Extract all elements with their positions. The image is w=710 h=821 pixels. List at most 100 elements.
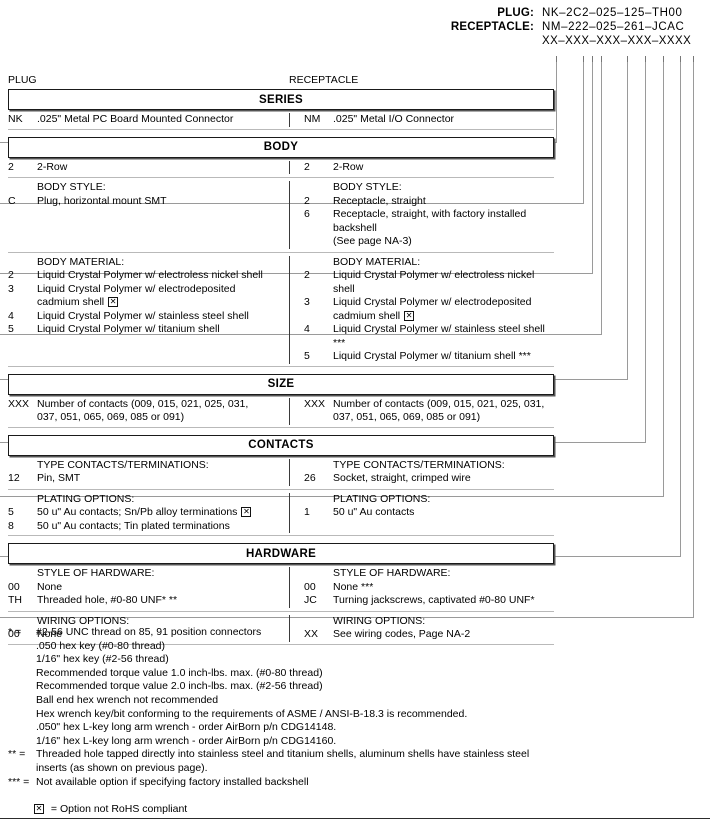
option-row-left: 8 50 u" Au contacts; Tin plated terminati… — [8, 520, 285, 534]
option-row-left: XXX Number of contacts (009, 015, 021, 02… — [8, 398, 285, 412]
column-header-plug: PLUG — [8, 74, 37, 86]
option-code: 2 — [8, 160, 14, 173]
option-text: None — [37, 580, 63, 593]
option-code: 00 — [8, 628, 20, 640]
option-text: 50 u" Au contacts — [333, 506, 415, 518]
option-text: Liquid Crystal Polymer w/ electroless ni… — [37, 269, 263, 281]
option-code: 5 — [8, 323, 14, 335]
rohs-legend-text: = Option not RoHS compliant — [50, 803, 188, 816]
footnote-line: .050 hex key (#0-80 thread) — [36, 639, 165, 652]
option-group-heading: WIRING OPTIONS: — [333, 614, 426, 627]
option-continuation: (See page NA-3) — [333, 235, 412, 247]
footnote: * =#2-56 UNC thread on 85, 91 position c… — [8, 626, 568, 640]
option-text: Liquid Crystal Polymer w/ titanium shell — [37, 323, 220, 335]
option-code: NK — [8, 113, 23, 125]
option-code: JC — [304, 594, 317, 606]
part-number-header: PLUG: NK–2C2–025–125–TH00 RECEPTACLE: NM… — [0, 6, 710, 48]
footnote: ** =Threaded hole tapped directly into s… — [8, 748, 568, 762]
option-group-heading: TYPE CONTACTS/TERMINATIONS: — [333, 458, 505, 471]
option-code: XX — [304, 628, 319, 640]
option-text: Liquid Crystal Polymer w/ electrodeposit… — [37, 282, 236, 295]
option-text: See wiring codes, Page NA-2 — [333, 628, 471, 640]
option-group-heading: PLATING OPTIONS: — [37, 492, 135, 505]
option-code: 2 — [304, 160, 310, 173]
part-number-mask: XX–XXX–XXX–XXX–XXXX — [542, 35, 692, 47]
option-text: Turning jackscrews, captivated #0-80 UNF… — [333, 594, 535, 606]
section-title-body: BODY — [8, 136, 554, 158]
option-text: Liquid Crystal Polymer w/ electrodeposit… — [333, 296, 532, 308]
option-group-heading: STYLE OF HARDWARE: — [333, 567, 451, 579]
option-row-left: C Plug, horizontal mount SMT — [8, 195, 285, 209]
option-code: 12 — [8, 472, 20, 484]
option-code: 2 — [8, 269, 14, 281]
option-code: 5 — [304, 350, 310, 362]
option-row-right: XX See wiring codes, Page NA-2 — [304, 628, 550, 642]
option-group-heading: PLATING OPTIONS: — [333, 492, 431, 505]
receptacle-part-number-row: RECEPTACLE: NM–222–025–261–JCAC — [0, 20, 710, 34]
option-column-right: PLATING OPTIONS: 1 50 u" Au contacts — [289, 492, 554, 533]
option-code: 4 — [304, 323, 310, 335]
option-code: 5 — [8, 506, 14, 518]
rohs-xbox-icon: ✕ — [34, 804, 44, 815]
option-group-heading: WIRING OPTIONS: — [37, 614, 130, 627]
option-code: XXX — [304, 397, 326, 410]
option-code: XXX — [8, 397, 30, 410]
footnote-line: inserts (as shown on previous page). — [36, 761, 208, 774]
rohs-xbox-icon: ✕ — [404, 310, 415, 321]
option-group-heading: STYLE OF HARDWARE: — [37, 567, 155, 579]
option-text: Number of contacts (009, 015, 021, 025, … — [37, 397, 249, 410]
option-row-right: 1 50 u" Au contacts — [304, 506, 550, 520]
option-text: Plug, horizontal mount SMT — [37, 194, 167, 207]
section-title-size: SIZE — [8, 373, 554, 395]
footnote-marker: ** = — [8, 748, 26, 761]
footnote-line: Ball end hex wrench not recommended — [36, 693, 219, 706]
option-code: NM — [304, 113, 321, 125]
option-code: 1 — [304, 506, 310, 518]
option-code: 8 — [8, 519, 14, 532]
leader-lines — [0, 62, 710, 802]
option-text: .025" Metal PC Board Mounted Connector — [37, 113, 234, 125]
option-group-heading: BODY MATERIAL: — [37, 255, 125, 268]
option-code: TH — [8, 594, 22, 606]
option-text: Threaded hole, #0-80 UNF* ** — [37, 594, 178, 606]
section-title-contacts: CONTACTS — [8, 434, 554, 456]
rohs-xbox-icon: ✕ — [241, 507, 252, 517]
option-group-heading: BODY MATERIAL: — [333, 255, 421, 268]
option-text: .025" Metal I/O Connector — [333, 113, 455, 125]
footnote-line: .050" hex L-key long arm wrench - order … — [36, 721, 337, 734]
option-group: NK .025" Metal PC Board Mounted Connector… — [8, 113, 554, 127]
plug-label: PLUG: — [497, 7, 534, 19]
option-continuation: 037, 051, 065, 069, 085 or 091) — [37, 411, 185, 423]
option-row-left: TH Threaded hole, #0-80 UNF* ** — [8, 594, 285, 608]
option-code: C — [8, 194, 16, 207]
option-text: 50 u" Au contacts; Tin plated terminatio… — [37, 519, 230, 532]
option-column-right: NM .025" Metal I/O Connector — [289, 113, 554, 127]
footnote-marker: *** = — [8, 775, 30, 788]
option-continuation: cadmium shell✕ — [37, 296, 119, 308]
option-text: Liquid Crystal Polymer w/ stainless stee… — [37, 309, 249, 322]
